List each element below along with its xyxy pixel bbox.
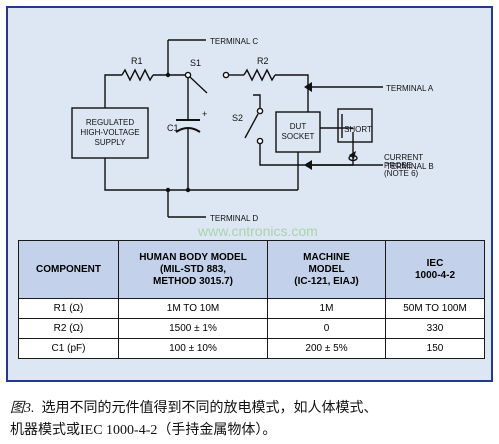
switch-s2-blade (244, 113, 259, 139)
node-ground-c1 (185, 187, 191, 193)
resistor-r1 (121, 68, 154, 82)
table-cell: C1 (pF) (18, 338, 119, 359)
label-dut-line1: DUT (290, 122, 307, 131)
label-terminal-b: TERMINAL B (386, 162, 434, 171)
label-r1: R1 (131, 56, 143, 66)
caption-text-2: 机器模式或IEC 1000-4-2（手持金属物体）。 (10, 423, 277, 438)
capacitor-c1-bottom-plate (175, 127, 201, 133)
wire-s2-top (253, 94, 261, 108)
label-probe-line1: CURRENT (384, 153, 423, 162)
s2-top-contact (256, 107, 264, 115)
label-plus: + (202, 109, 207, 119)
arrow-terminal-b (304, 160, 312, 170)
label-terminal-a: TERMINAL A (386, 84, 434, 93)
label-supply-line1: REGULATED (86, 118, 135, 127)
label-r2: R2 (257, 56, 269, 66)
arrow-current-probe (349, 151, 356, 159)
label-short: SHORT (344, 125, 372, 134)
component-table: COMPONENT HUMAN BODY MODEL(MIL-STD 883,M… (18, 240, 485, 359)
node-terminal-c (165, 72, 171, 78)
table-cell: 1500 ± 1% (118, 318, 268, 339)
table-cell: R2 (Ω) (18, 318, 119, 339)
label-supply-line2: HIGH-VOLTAGE (80, 128, 139, 137)
supply-box (71, 107, 149, 159)
table-cell: 50M TO 100M (385, 298, 485, 319)
caption-line-1: 图3. 选用不同的元件值得到不同的放电模式，如人体模式、 (10, 398, 494, 420)
label-c1: C1 (167, 123, 179, 133)
label-s2: S2 (232, 113, 243, 123)
table-cell: 1M TO 10M (118, 298, 268, 319)
short-box (337, 108, 373, 143)
table-cell: 200 ± 5% (267, 338, 386, 359)
s1-contact (222, 71, 230, 79)
watermark: www.cntronics.com (198, 223, 318, 239)
table-cell: 330 (385, 318, 485, 339)
table-row: C1 (pF) 100 ± 10% 200 ± 5% 150 (18, 338, 485, 359)
wire-r2-to-dut (275, 74, 309, 112)
switch-s1-blade (189, 76, 208, 94)
label-terminal-c: TERMINAL C (210, 37, 258, 46)
wire-s2-bottom (259, 144, 276, 166)
wire-ground-return (104, 158, 298, 191)
s1-pivot (184, 71, 192, 79)
label-terminal-d: TERMINAL D (210, 214, 258, 223)
arrow-terminal-a (304, 82, 312, 92)
wire-supply-to-r1 (104, 74, 122, 108)
label-s1: S1 (190, 58, 201, 68)
table-row: R1 (Ω) 1M TO 10M 1M 50M TO 100M (18, 298, 485, 319)
table-cell: 100 ± 10% (118, 338, 268, 359)
label-supply-line3: SUPPLY (95, 138, 127, 147)
table-cell: R1 (Ω) (18, 298, 119, 319)
table-cell: 1M (267, 298, 386, 319)
resistor-r2 (243, 68, 276, 82)
caption-line-2: 机器模式或IEC 1000-4-2（手持金属物体）。 (10, 420, 494, 442)
header-component: COMPONENT (18, 240, 119, 299)
caption-text-1: 选用不同的元件值得到不同的放电模式，如人体模式、 (41, 401, 378, 416)
table-cell: 0 (267, 318, 386, 339)
s2-bottom-contact (256, 137, 264, 145)
figure-number: 图3. (10, 401, 35, 416)
header-human-body-model: HUMAN BODY MODEL(MIL-STD 883,METHOD 3015… (118, 240, 268, 299)
figure-caption: 图3. 选用不同的元件值得到不同的放电模式，如人体模式、 机器模式或IEC 10… (10, 398, 494, 442)
node-terminal-d (165, 187, 171, 193)
table-header-row: COMPONENT HUMAN BODY MODEL(MIL-STD 883,M… (18, 240, 485, 299)
esd-test-circuit-schematic: R1 R2 S1 S2 C1 + TERMINAL C TERMINAL A T… (71, 37, 434, 223)
table-cell: 150 (385, 338, 485, 359)
label-probe-line3: (NOTE 6) (384, 169, 419, 178)
label-probe-line2: PROBE (384, 161, 412, 170)
label-dut-line2: SOCKET (282, 132, 315, 141)
table-row: R2 (Ω) 1500 ± 1% 0 330 (18, 318, 485, 339)
